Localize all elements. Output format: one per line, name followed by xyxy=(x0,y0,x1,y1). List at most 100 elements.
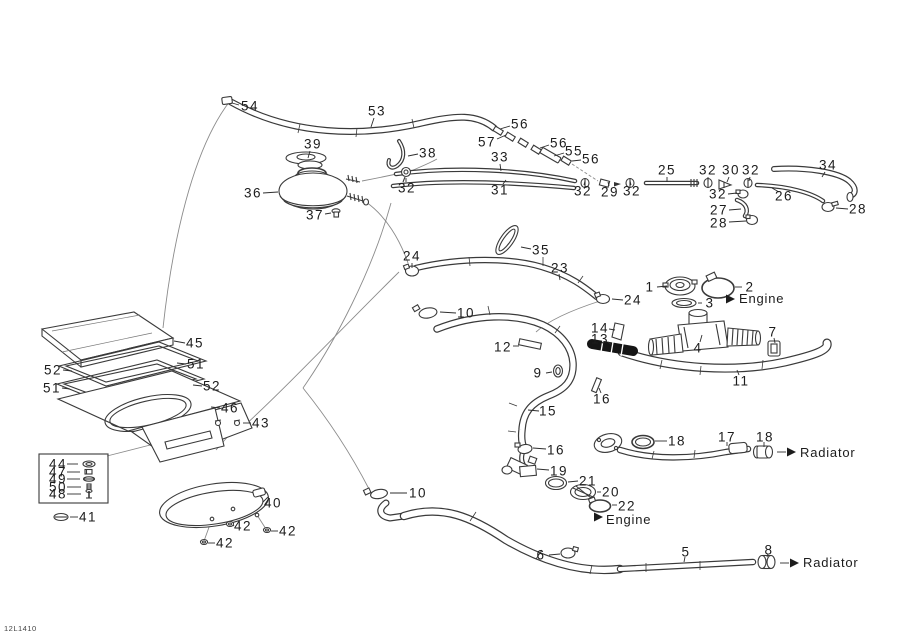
callout-leader xyxy=(62,369,73,372)
bracket-55 xyxy=(539,147,562,164)
cover-40 xyxy=(159,481,269,529)
bracket-12 xyxy=(517,338,543,350)
nut-42 xyxy=(225,520,235,528)
small-parts-box xyxy=(38,453,109,522)
callout-leader xyxy=(656,285,668,288)
expansion-tank-assembly xyxy=(221,95,412,218)
part-callout-53: 53 xyxy=(368,104,386,119)
callout-leader xyxy=(210,406,221,409)
part-icon-50 xyxy=(86,483,92,491)
callout-leader xyxy=(748,176,751,182)
callout-leader xyxy=(407,153,419,157)
part-callout-32: 32 xyxy=(574,184,592,199)
callout-leader xyxy=(773,337,776,344)
part-callout-10: 10 xyxy=(409,486,427,501)
part-callout-39: 39 xyxy=(304,137,322,152)
part-callout-56: 56 xyxy=(511,117,529,132)
part-callout-47: 47 xyxy=(49,465,67,480)
clamp-10 xyxy=(418,307,438,319)
part-callout-44: 44 xyxy=(49,457,67,472)
part-callout-16: 16 xyxy=(593,392,611,407)
callout-leader xyxy=(608,328,616,331)
hose-10-15 xyxy=(433,313,577,452)
callout-leader xyxy=(231,102,240,106)
callout-leader xyxy=(61,387,71,390)
drawing-code: 12L1410 xyxy=(4,624,37,633)
callout-leader xyxy=(324,212,332,215)
ring-22 xyxy=(588,499,612,513)
part-callout-17: 17 xyxy=(718,430,736,445)
callout-leader xyxy=(553,152,565,157)
flow-arrow-icon xyxy=(594,512,603,522)
callout-leader xyxy=(232,524,235,527)
flow-arrow-icon xyxy=(787,447,796,457)
flow-label-radiator: Radiator xyxy=(803,555,859,570)
clamp-2 xyxy=(701,277,735,299)
part-callout-34: 34 xyxy=(819,158,837,173)
part-callout-41: 41 xyxy=(79,510,97,525)
callout-leader xyxy=(439,311,457,314)
callout-leader xyxy=(771,187,780,193)
part-callout-56: 56 xyxy=(550,136,568,151)
part-callout-52: 52 xyxy=(203,379,221,394)
part-icon-44 xyxy=(82,460,96,468)
callout-leader xyxy=(532,447,547,450)
clamp-24 xyxy=(595,293,611,305)
part-callout-18: 18 xyxy=(668,434,686,449)
cover-assembly xyxy=(159,481,272,546)
part-callout-35: 35 xyxy=(532,243,550,258)
bracket-plate xyxy=(141,407,225,463)
clamp-28 xyxy=(821,201,835,213)
gasket-35 xyxy=(495,225,519,255)
callout-leader xyxy=(571,159,582,162)
callout-leader xyxy=(262,496,269,503)
callout-leader xyxy=(539,144,550,149)
part-callout-27: 27 xyxy=(710,203,728,218)
part-callout-56: 56 xyxy=(582,152,600,167)
hose-ticks xyxy=(297,118,764,575)
part-callout-16: 16 xyxy=(547,443,565,458)
part-callout-23: 23 xyxy=(551,261,569,276)
callout-leader xyxy=(699,334,703,343)
callout-leader xyxy=(766,553,769,558)
flow-arrow-icon xyxy=(726,294,735,304)
part-callout-28: 28 xyxy=(710,216,728,231)
part-callout-48: 48 xyxy=(49,487,67,502)
callout-leader xyxy=(607,341,613,346)
clamp-10 xyxy=(370,488,388,500)
part-callout-26: 26 xyxy=(775,189,793,204)
thermostat-assembly xyxy=(587,271,781,357)
hoses xyxy=(227,98,858,575)
callout-leader xyxy=(307,150,311,159)
callout-leader xyxy=(558,273,561,281)
part-callout-38: 38 xyxy=(419,146,437,161)
bracket-7 xyxy=(767,340,781,357)
part-callout-42: 42 xyxy=(234,519,252,534)
part-callout-33: 33 xyxy=(491,150,509,165)
callout-leader xyxy=(499,125,511,130)
part-icon-41 xyxy=(53,512,69,522)
part-callout-43: 43 xyxy=(252,416,270,431)
part-callout-42: 42 xyxy=(279,524,297,539)
callout-leader xyxy=(598,387,602,394)
callout-leader xyxy=(502,179,507,185)
seal-frame-51-52 xyxy=(57,341,208,387)
part-callout-51: 51 xyxy=(187,357,205,372)
part-callout-37: 37 xyxy=(306,208,324,223)
part-icon-49 xyxy=(82,476,96,482)
plate-45 xyxy=(40,311,175,361)
part-callout-11: 11 xyxy=(732,374,749,389)
part-callout-30: 30 xyxy=(722,163,740,178)
part-callout-40: 40 xyxy=(264,496,282,511)
part-callout-1: 1 xyxy=(645,280,654,295)
callout-leader xyxy=(173,340,186,344)
nut-42 xyxy=(262,526,272,534)
callout-leader xyxy=(192,384,203,387)
callout-leader xyxy=(611,298,624,301)
part-callout-55: 55 xyxy=(565,144,583,159)
part-callout-32: 32 xyxy=(699,163,717,178)
part-callout-7: 7 xyxy=(768,325,777,340)
lower-right-circuit xyxy=(593,433,774,459)
